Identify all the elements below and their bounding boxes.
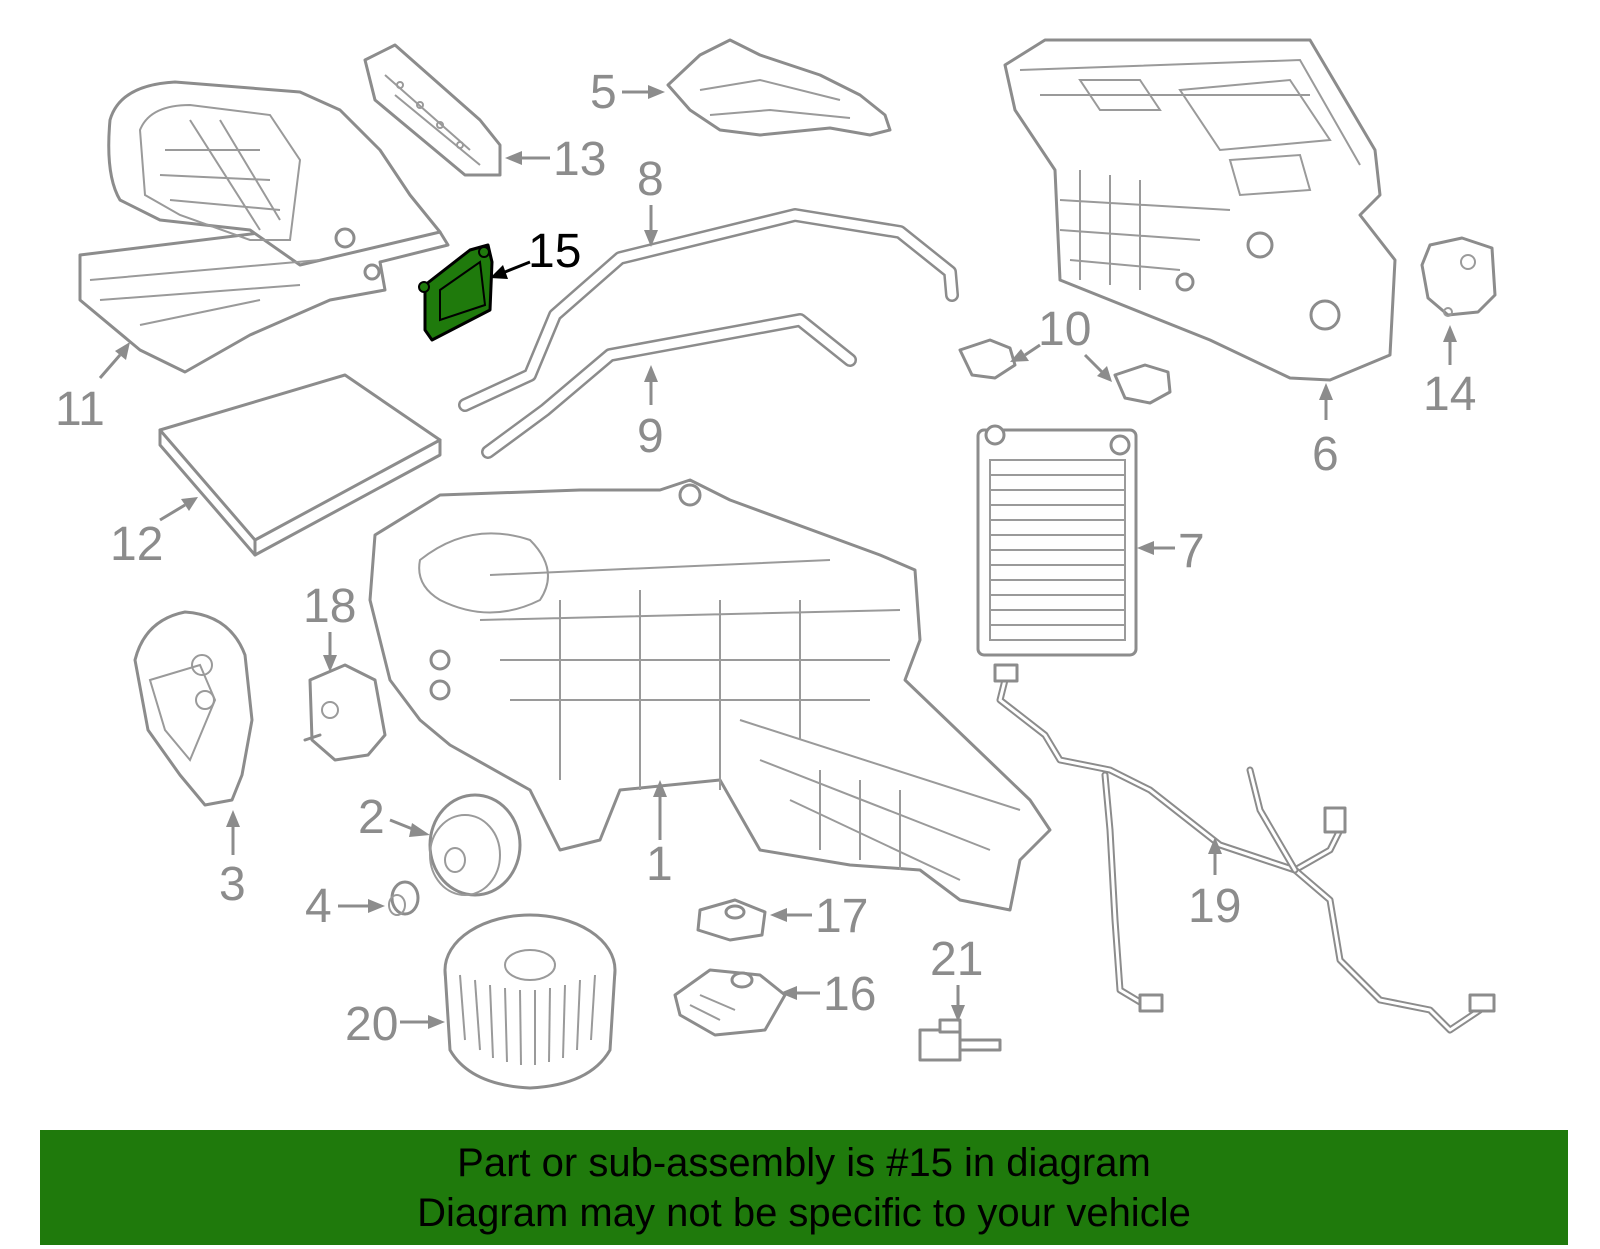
part-16-module (673, 968, 787, 1037)
parts-diagram: 1 2 3 4 5 6 7 8 9 10 (55, 38, 1497, 1090)
svg-text:20: 20 (345, 998, 398, 1051)
callout-6: 6 (1312, 383, 1339, 481)
callout-10: 10 (1010, 303, 1112, 382)
svg-text:9: 9 (637, 410, 664, 463)
svg-text:10: 10 (1038, 303, 1091, 356)
callout-8: 8 (637, 153, 664, 247)
banner-line-2: Diagram may not be specific to your vehi… (417, 1190, 1191, 1235)
callout-14: 14 (1423, 325, 1476, 421)
svg-text:13: 13 (553, 133, 606, 186)
svg-text:1: 1 (646, 838, 673, 891)
part-13-bracket (363, 43, 502, 177)
part-4-bushing (388, 880, 420, 916)
callout-13: 13 (505, 133, 606, 186)
callout-18: 18 (303, 580, 356, 672)
part-21-sensor (918, 1018, 1002, 1062)
part-9-hose (481, 313, 857, 459)
svg-text:5: 5 (590, 66, 617, 119)
part-20-blower-motor (443, 913, 617, 1090)
callout-9: 9 (637, 365, 664, 463)
svg-text:19: 19 (1188, 880, 1241, 933)
callout-2: 2 (358, 791, 430, 844)
part-11-blower-housing (78, 80, 450, 374)
part-1-main-housing (368, 478, 1052, 912)
part-6-housing (1003, 38, 1397, 382)
callout-20: 20 (345, 998, 445, 1051)
part-10-clips (958, 338, 1172, 405)
part-3-scroll (133, 610, 254, 807)
callout-12: 12 (110, 497, 198, 571)
callout-4: 4 (305, 880, 385, 933)
callout-17: 17 (770, 890, 868, 943)
part-15-highlighted (418, 243, 494, 342)
callout-15: 15 (490, 225, 581, 279)
callout-16: 16 (780, 968, 876, 1021)
svg-text:6: 6 (1312, 428, 1339, 481)
svg-text:7: 7 (1178, 525, 1205, 578)
svg-text:8: 8 (637, 153, 664, 206)
svg-text:3: 3 (219, 858, 246, 911)
svg-text:12: 12 (110, 518, 163, 571)
callout-3: 3 (219, 810, 246, 911)
part-14-actuator (1420, 236, 1497, 317)
svg-text:15: 15 (528, 225, 581, 278)
svg-text:17: 17 (815, 890, 868, 943)
svg-text:14: 14 (1423, 368, 1476, 421)
callout-7: 7 (1137, 525, 1205, 578)
callout-11: 11 (55, 342, 130, 436)
callout-19: 19 (1188, 837, 1241, 933)
svg-text:21: 21 (930, 933, 983, 986)
svg-text:11: 11 (55, 383, 105, 436)
svg-text:18: 18 (303, 580, 356, 633)
part-5-duct (666, 38, 892, 137)
svg-text:2: 2 (358, 791, 385, 844)
info-banner: Part or sub-assembly is #15 in diagram D… (40, 1130, 1568, 1245)
part-2-cover (428, 793, 522, 897)
part-19-harness (993, 663, 1496, 1034)
callout-21: 21 (930, 933, 983, 1022)
part-18-actuator (303, 663, 387, 762)
callout-1: 1 (646, 780, 673, 891)
svg-text:16: 16 (823, 968, 876, 1021)
part-7-heater-core (976, 424, 1138, 657)
svg-text:4: 4 (305, 880, 332, 933)
part-8-hose (458, 208, 959, 412)
banner-line-1: Part or sub-assembly is #15 in diagram (457, 1140, 1151, 1185)
part-17-resistor-cover (696, 898, 767, 942)
callout-5: 5 (590, 66, 665, 119)
part-12-filter (158, 373, 442, 557)
